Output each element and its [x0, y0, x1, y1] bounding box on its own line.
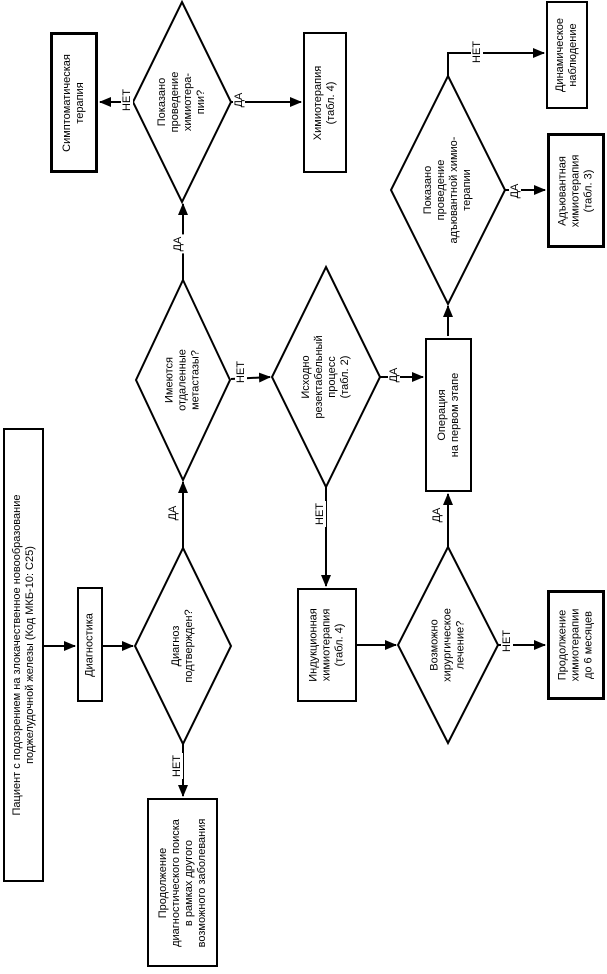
edge-adjuvant-no-to-dynamic: [447, 48, 545, 76]
dynamic-observation-box: Динамическое наблюдение: [546, 1, 588, 109]
chemotherapy-box: Химиотерапия (табл. 4): [303, 32, 347, 173]
induction-chemo-label: Индукционная химиотерапия (табл. 4): [307, 608, 346, 682]
chemo-indicated-diamond: [131, 0, 233, 205]
continue-diagnostic-search-label: Продолжение диагностического поиска в ра…: [156, 818, 208, 947]
continue-diagnostic-search-box: Продолжение диагностического поиска в ра…: [147, 798, 218, 967]
surgery-possible-diamond-text: Возможно хирургическое лечение?: [428, 608, 467, 682]
diagnosis-confirmed-diamond-text: Диагноз подтвержден?: [170, 609, 195, 683]
adjuvant-indicated-diamond-text: Показано проведение адъювантной химио- т…: [422, 136, 473, 244]
diagnostics-box: Диагностика: [77, 587, 103, 702]
surgery-possible-diamond: [396, 544, 500, 746]
adjuvant-indicated-diamond: [389, 73, 507, 307]
patient-box: Пациент с подозрением на злокачественное…: [3, 428, 44, 882]
operation-box-label: Операция на первом этапе: [435, 372, 461, 458]
chemo-indicated-diamond-text: Показано проведение химиотера- пии?: [156, 71, 207, 133]
symptomatic-therapy-label: Симптоматическая терапия: [61, 53, 86, 152]
initially-resectable-diamond: [270, 264, 382, 490]
patient-box-label: Пациент с подозрением на злокачественное…: [10, 494, 36, 816]
adjuvant-chemo-box: Адъювантная химиотерапия (табл. 3): [547, 133, 605, 248]
continue-chemo-box: Продолжение химиотерапии до 6 месяцев: [547, 590, 605, 700]
distant-metastases-diamond: [134, 277, 232, 483]
operation-box: Операция на первом этапе: [425, 338, 472, 492]
adjuvant-chemo-label: Адъювантная химиотерапия (табл. 3): [556, 154, 595, 227]
dynamic-observation-label: Динамическое наблюдение: [554, 18, 579, 93]
induction-chemo-box: Индукционная химиотерапия (табл. 4): [297, 588, 357, 702]
continue-chemo-label: Продолжение химиотерапии до 6 месяцев: [556, 608, 595, 682]
initially-resectable-diamond-text: Исходно резектабельный процесс (табл. 2): [300, 335, 351, 419]
diagnosis-confirmed-diamond: [133, 545, 233, 747]
distant-metastases-diamond-text: Имеются отдаленные метастазы?: [163, 349, 202, 411]
chemotherapy-box-label: Химиотерапия (табл. 4): [312, 65, 337, 140]
diagnostics-box-label: Диагностика: [83, 612, 96, 677]
symptomatic-therapy-box: Симптоматическая терапия: [50, 32, 98, 173]
